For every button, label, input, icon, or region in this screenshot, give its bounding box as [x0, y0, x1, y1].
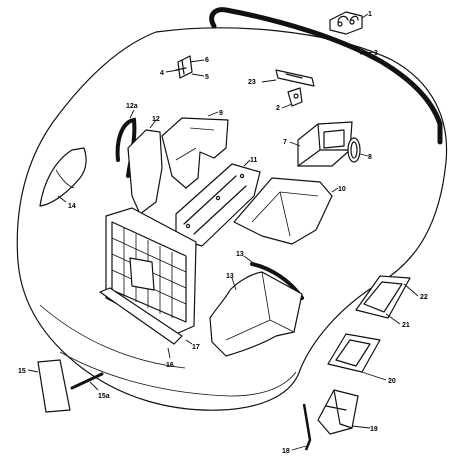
callout-20: 20 — [388, 378, 396, 385]
callout-11: 11 — [250, 157, 258, 164]
callout-18: 18 — [282, 448, 290, 455]
callout-3: 3 — [374, 50, 378, 57]
bonnet-lower-lip — [59, 351, 297, 397]
callout-13-top: 13 — [236, 251, 244, 258]
callout-4: 4 — [160, 70, 164, 77]
left-flap — [39, 147, 87, 207]
callout-15a: 15a — [98, 393, 110, 400]
callout-6: 6 — [205, 57, 209, 64]
callout-5: 5 — [205, 74, 209, 81]
small-bracket — [175, 55, 193, 79]
callout-21: 21 — [402, 322, 410, 329]
rod — [302, 403, 312, 451]
callout-2: 2 — [276, 105, 280, 112]
callout-16: 16 — [166, 362, 174, 369]
tray — [327, 333, 381, 373]
plate-rod — [70, 372, 104, 390]
callout-12: 12 — [152, 116, 160, 123]
catch-bracket — [329, 11, 363, 35]
callout-10: 10 — [338, 186, 346, 193]
callout-1: 1 — [368, 11, 372, 18]
air-duct — [209, 271, 303, 357]
hose-ring — [347, 137, 361, 163]
cowl-panel-detail — [251, 191, 319, 237]
leader-lines — [27, 13, 419, 451]
grille-frame — [355, 275, 411, 319]
side-shield — [127, 129, 163, 215]
callout-9: 9 — [219, 110, 223, 117]
strip-bracket — [275, 69, 315, 87]
plate — [37, 359, 71, 413]
air-duct-box — [297, 121, 353, 167]
callout-12a: 12a — [126, 103, 138, 110]
callout-17: 17 — [192, 344, 200, 351]
side-panel — [161, 117, 229, 189]
callout-19: 19 — [370, 426, 378, 433]
left-flap-fold — [55, 169, 75, 189]
callout-13-bottom: 13 — [226, 273, 234, 280]
bonnet-inner-line — [39, 304, 186, 369]
callout-8: 8 — [368, 154, 372, 161]
bottom-bar — [99, 287, 183, 345]
callout-14: 14 — [68, 203, 76, 210]
bonnet-outline — [16, 27, 448, 411]
side-panel-detail — [175, 127, 215, 161]
air-duct-detail — [225, 271, 295, 341]
callout-22: 22 — [420, 294, 428, 301]
mounting-bracket — [317, 389, 359, 435]
callout-23: 23 — [248, 79, 256, 86]
callout-15: 15 — [18, 368, 26, 375]
clip — [287, 87, 303, 107]
callout-7: 7 — [283, 139, 287, 146]
bonnet-seal — [209, 7, 443, 145]
